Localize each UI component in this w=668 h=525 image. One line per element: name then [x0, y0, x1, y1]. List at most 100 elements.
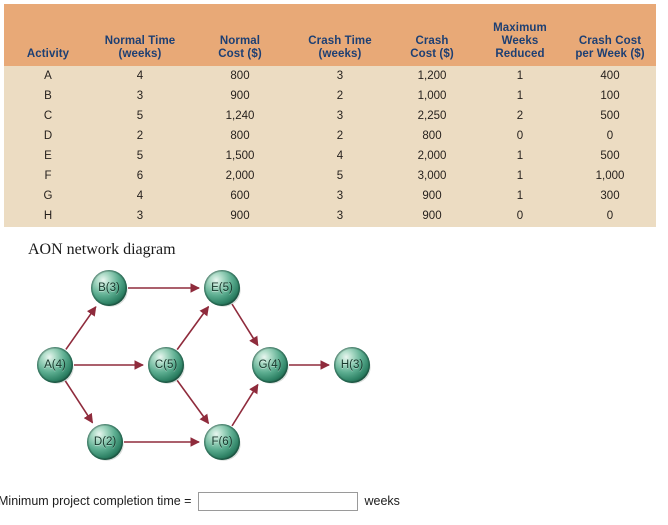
cell-value: 3 — [292, 186, 388, 206]
node-rim — [37, 347, 73, 383]
header-line: Maximum — [493, 22, 547, 34]
answer-row: Minimum project completion time = weeks — [0, 484, 668, 518]
cell-activity: H — [4, 206, 92, 226]
cell-value: 2,250 — [388, 106, 476, 126]
cell-value: 2 — [476, 106, 564, 126]
cell-value: 1 — [476, 66, 564, 86]
cell-value: 500 — [564, 146, 656, 166]
node-H[interactable] — [334, 347, 371, 384]
cell-value: 3,000 — [388, 166, 476, 186]
cell-value: 0 — [564, 126, 656, 146]
cell-value: 0 — [476, 206, 564, 226]
cell-value: 1,500 — [188, 146, 292, 166]
node-rim — [204, 424, 240, 460]
cell-value: 800 — [188, 126, 292, 146]
node-D[interactable] — [87, 424, 124, 461]
header-line: Normal Time — [104, 35, 176, 47]
header-line: Crash Cost — [578, 35, 642, 47]
cell-value: 2 — [92, 126, 188, 146]
edge-A-B — [65, 306, 97, 350]
node-rim — [204, 270, 240, 306]
node-labels-layer: A(4) B(3) C(5) D(2) E(5) F(6) G(4) H(3) — [0, 230, 668, 478]
completion-time-unit: weeks — [364, 494, 400, 508]
cell-value: 900 — [188, 86, 292, 106]
cell-value: 5 — [92, 106, 188, 126]
cell-activity: G — [4, 186, 92, 206]
node-G[interactable] — [252, 347, 289, 384]
cell-value: 800 — [188, 66, 292, 86]
edge-A-D — [64, 380, 94, 424]
node-rim — [334, 347, 370, 383]
header-line: Weeks — [501, 35, 539, 47]
column-header-activity: Activity — [4, 4, 92, 66]
cell-value: 1,000 — [388, 86, 476, 106]
cell-value: 2,000 — [388, 146, 476, 166]
completion-time-label: Minimum project completion time = — [0, 494, 192, 508]
column-header-normal-time: Normal Time(weeks) — [92, 4, 188, 66]
aon-network-diagram: AON network diagram A(4) B(3) C(5) D(2) E(5)… — [0, 230, 668, 478]
edge-E-G — [231, 303, 259, 347]
edge-F-G — [231, 383, 259, 427]
node-rim — [252, 347, 288, 383]
node-F[interactable] — [204, 424, 241, 461]
cell-value: 900 — [188, 206, 292, 226]
cell-value: 1,240 — [188, 106, 292, 126]
diagram-title: AON network diagram — [28, 241, 176, 258]
edge-C-E — [176, 305, 210, 351]
column-header-crash-time: Crash Time(weeks) — [292, 4, 388, 66]
cell-value: 4 — [292, 146, 388, 166]
cell-value: 1 — [476, 146, 564, 166]
node-label-H: H(3) — [340, 359, 364, 371]
edge-C-F — [176, 379, 210, 425]
header-line: Activity — [26, 48, 70, 60]
cell-value: 4 — [92, 186, 188, 206]
node-label-A: A(4) — [44, 359, 66, 371]
cell-value: 1,200 — [388, 66, 476, 86]
cell-activity: B — [4, 86, 92, 106]
node-label-G: G(4) — [258, 359, 282, 371]
node-label-C: C(5) — [154, 359, 178, 371]
cell-value: 1 — [476, 166, 564, 186]
cell-activity: F — [4, 166, 92, 186]
nodes-layer — [37, 270, 371, 461]
node-B[interactable] — [91, 270, 128, 307]
node-rim — [148, 347, 184, 383]
cell-activity: D — [4, 126, 92, 146]
cell-value: 0 — [476, 126, 564, 146]
node-E[interactable] — [204, 270, 241, 307]
cell-value: 2,000 — [188, 166, 292, 186]
cell-value: 2 — [292, 126, 388, 146]
cell-value: 6 — [92, 166, 188, 186]
header-line: (weeks) — [118, 48, 162, 60]
node-A[interactable] — [37, 347, 74, 384]
cell-value: 300 — [564, 186, 656, 206]
cell-value: 3 — [292, 106, 388, 126]
node-label-D: D(2) — [93, 436, 117, 448]
cell-value: 1 — [476, 186, 564, 206]
node-label-F: F(6) — [211, 436, 233, 448]
cell-activity: E — [4, 146, 92, 166]
cell-value: 500 — [564, 106, 656, 126]
node-label-E: E(5) — [211, 282, 233, 294]
cell-value: 800 — [388, 126, 476, 146]
completion-time-input[interactable] — [198, 491, 359, 511]
cell-value: 5 — [292, 166, 388, 186]
cell-value: 3 — [292, 66, 388, 86]
node-C[interactable] — [148, 347, 185, 384]
header-line: Cost ($) — [410, 48, 454, 60]
cell-value: 1,000 — [564, 166, 656, 186]
node-label-B: B(3) — [98, 282, 120, 294]
header-line: Normal — [219, 35, 261, 47]
cell-value: 600 — [188, 186, 292, 206]
